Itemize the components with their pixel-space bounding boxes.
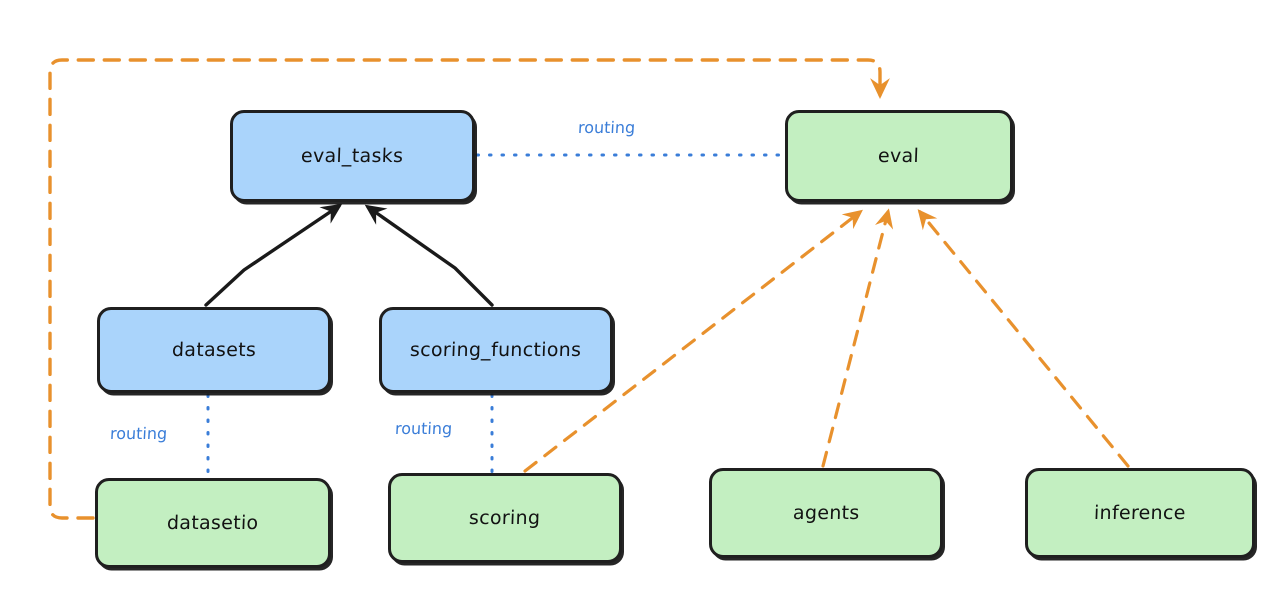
node-label-scoring-functions: scoring_functions	[409, 339, 583, 361]
node-scoring[interactable]: scoring	[388, 473, 622, 563]
node-label-scoring: scoring	[468, 507, 542, 529]
node-scoring-functions[interactable]: scoring_functions	[379, 307, 613, 393]
edge-label-routing-middle: routing	[394, 419, 453, 438]
node-inference[interactable]: inference	[1025, 468, 1255, 558]
edge-label-routing-top: routing	[577, 118, 636, 137]
node-eval-tasks[interactable]: eval_tasks	[230, 110, 475, 202]
edge-label-routing-left: routing	[109, 424, 168, 443]
node-label-datasets: datasets	[171, 339, 257, 361]
node-label-eval-tasks: eval_tasks	[300, 145, 405, 167]
edge-agents-to-eval	[821, 208, 894, 468]
node-label-agents: agents	[792, 502, 860, 524]
node-eval[interactable]: eval	[785, 110, 1013, 202]
edge-inference-to-eval	[917, 209, 1130, 468]
node-label-datasetio: datasetio	[166, 512, 260, 534]
edge-datasets-to-eval-tasks	[204, 203, 343, 307]
edge-scoring-functions-to-eval-tasks	[364, 204, 494, 307]
node-datasetio[interactable]: datasetio	[95, 478, 331, 568]
node-label-eval: eval	[878, 145, 920, 167]
node-label-inference: inference	[1093, 502, 1187, 524]
node-datasets[interactable]: datasets	[97, 307, 331, 393]
node-agents[interactable]: agents	[709, 468, 943, 558]
